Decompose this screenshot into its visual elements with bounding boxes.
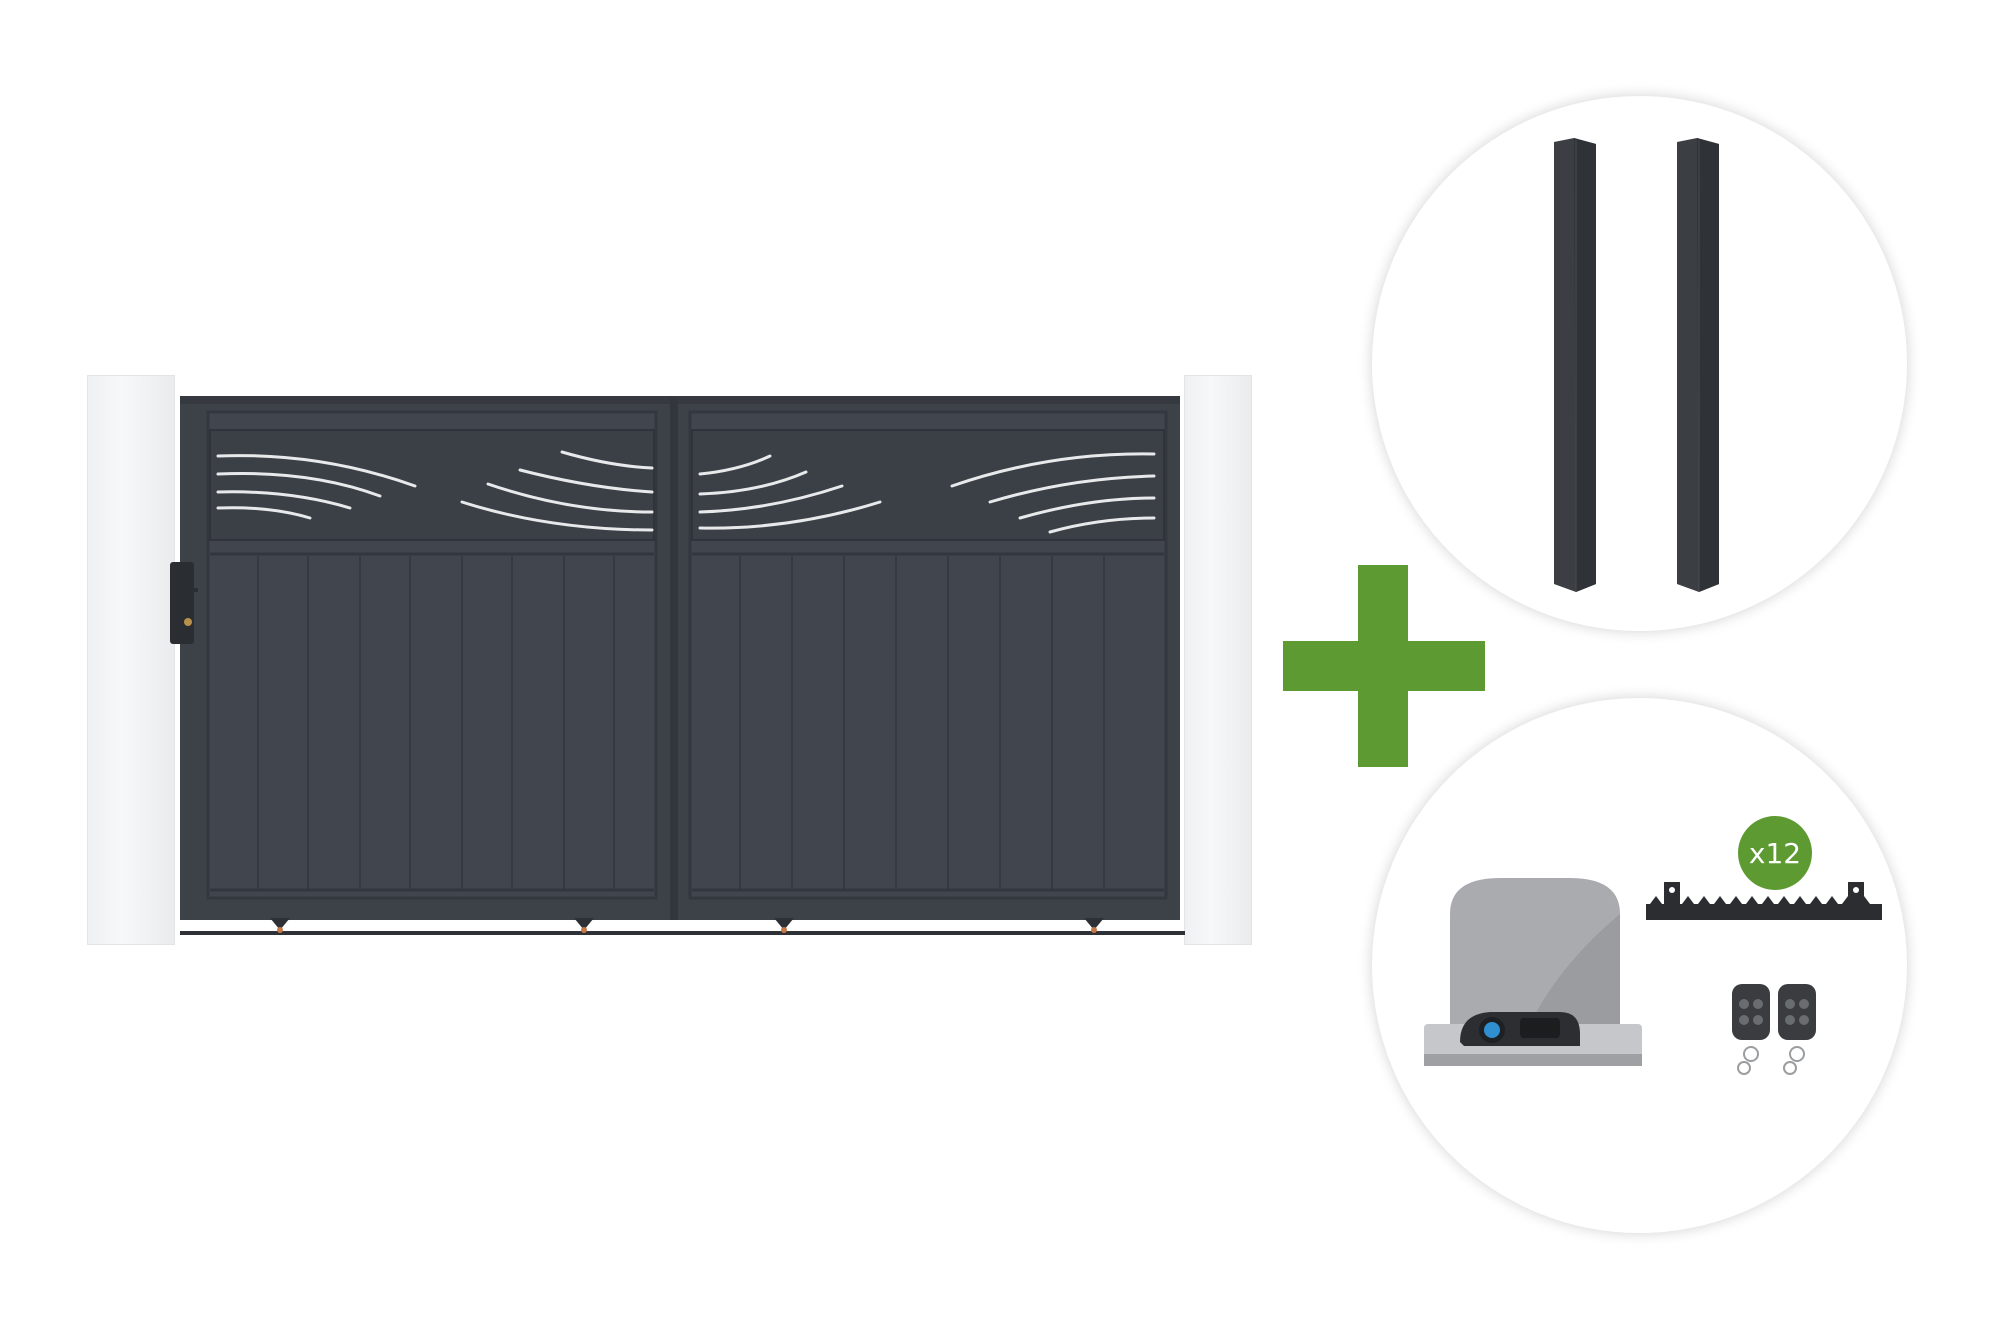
gear-rack-icon [1646, 882, 1882, 920]
quantity-badge: x12 [1738, 816, 1812, 890]
left-pillar [87, 375, 175, 945]
motor-icon [1424, 878, 1642, 1066]
posts-circle [1372, 96, 1907, 631]
remote-control-icon [1732, 984, 1770, 1075]
motor-kit-circle: x12 [1372, 698, 1907, 1233]
gate-icon [170, 396, 1185, 935]
post-icon [1677, 138, 1719, 592]
post-icon [1554, 138, 1596, 592]
right-pillar [1184, 375, 1252, 945]
remote-control-icon [1778, 984, 1816, 1075]
quantity-label: x12 [1748, 836, 1802, 870]
plus-icon [1283, 565, 1485, 767]
